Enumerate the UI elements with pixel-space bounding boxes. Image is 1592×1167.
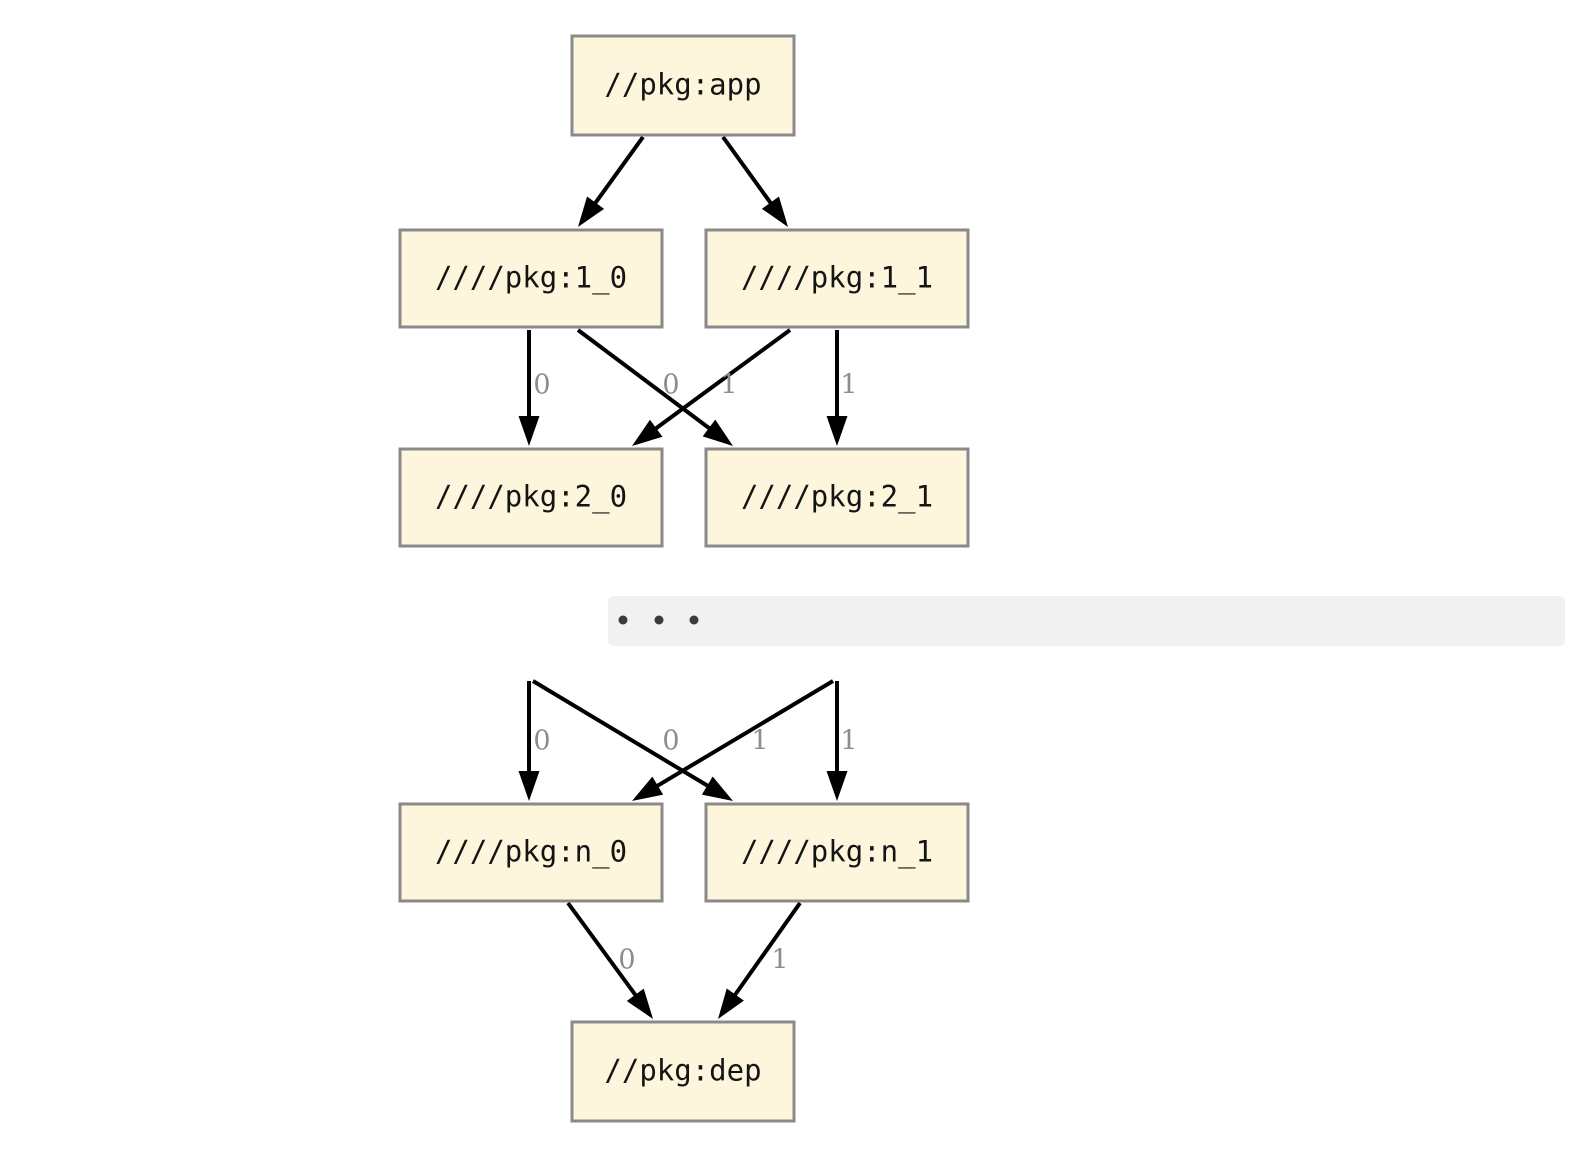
graph-node-dep[interactable]: //pkg:dep	[570, 1020, 796, 1123]
edge-arrowhead	[632, 776, 664, 801]
edge-line	[730, 901, 802, 1001]
graph-edge	[826, 681, 848, 801]
edge-label: 1	[720, 370, 737, 401]
graph-edge	[566, 901, 653, 1019]
graph-node-nn_0[interactable]: ////pkg:n_0	[398, 802, 664, 903]
graph-edge	[721, 135, 788, 227]
nodes-layer: //pkg:app ////pkg:1_0 ////pkg:1_1 ////pkg:2…	[398, 34, 970, 1123]
edge-arrowhead	[718, 988, 744, 1019]
edge-label: 0	[533, 370, 550, 401]
graph-edge	[576, 328, 733, 446]
edge-label: 0	[618, 945, 635, 976]
ellipsis-dot	[618, 615, 628, 625]
node-label: ////pkg:1_0	[435, 261, 627, 296]
node-box[interactable]	[704, 802, 970, 903]
graph-edge	[632, 679, 835, 801]
graph-edge	[518, 681, 540, 801]
node-box[interactable]	[398, 228, 664, 329]
graph-node-n2_0[interactable]: ////pkg:2_0	[398, 447, 664, 548]
node-box[interactable]	[398, 447, 664, 548]
graph-node-n2_1[interactable]: ////pkg:2_1	[704, 447, 970, 548]
node-label: ////pkg:1_1	[741, 261, 933, 296]
node-box[interactable]	[704, 228, 970, 329]
edge-line	[576, 328, 715, 434]
graph-node-app[interactable]: //pkg:app	[570, 34, 796, 137]
edges-layer	[518, 135, 848, 1019]
edge-arrowhead	[518, 771, 540, 801]
edge-label: 0	[662, 370, 679, 401]
edge-arrowhead	[702, 419, 733, 446]
node-label: ////pkg:n_1	[741, 835, 933, 870]
node-box[interactable]	[570, 1020, 796, 1123]
ellipsis-dot	[689, 615, 699, 625]
graph-edge	[632, 328, 792, 446]
edge-line	[651, 679, 835, 791]
node-label: ////pkg:n_0	[435, 835, 627, 870]
edge-arrowhead	[761, 196, 788, 227]
node-box[interactable]	[398, 802, 664, 903]
edge-line	[721, 135, 776, 209]
ellipsis-separator	[608, 596, 1565, 646]
edge-label: 1	[840, 726, 857, 757]
edge-line	[650, 328, 792, 434]
graph-edge	[518, 330, 540, 446]
edge-label: 0	[662, 726, 679, 757]
node-box[interactable]	[570, 34, 796, 137]
edge-label: 1	[751, 726, 768, 757]
graph-node-nn_1[interactable]: ////pkg:n_1	[704, 802, 970, 903]
edge-label: 1	[771, 945, 788, 976]
edge-label: 0	[533, 726, 550, 757]
graph-node-n1_1[interactable]: ////pkg:1_1	[704, 228, 970, 329]
edge-arrowhead	[826, 416, 848, 446]
graph-edge	[531, 679, 733, 801]
graph-edge	[826, 330, 848, 446]
edge-arrowhead	[826, 771, 848, 801]
node-label: //pkg:app	[604, 68, 761, 102]
graph-edge	[718, 901, 802, 1019]
edge-arrowhead	[632, 419, 663, 446]
edge-label: 1	[840, 370, 857, 401]
node-label: //pkg:dep	[604, 1054, 761, 1088]
node-label: ////pkg:2_0	[435, 480, 627, 515]
edge-arrowhead	[578, 196, 605, 227]
edge-line	[590, 135, 645, 209]
node-label: ////pkg:2_1	[741, 480, 933, 515]
graph-edge	[578, 135, 645, 227]
edge-line	[566, 901, 641, 1001]
edge-arrowhead	[701, 776, 733, 801]
graph-node-n1_0[interactable]: ////pkg:1_0	[398, 228, 664, 329]
edge-arrowhead	[626, 988, 653, 1019]
node-box[interactable]	[704, 447, 970, 548]
ellipsis-band	[608, 596, 1565, 646]
edge-arrowhead	[518, 416, 540, 446]
edge-labels-layer: 0 0 1 1 0 0 1 1 0 1	[533, 370, 857, 976]
edge-line	[531, 679, 714, 791]
ellipsis-dot	[654, 615, 664, 625]
